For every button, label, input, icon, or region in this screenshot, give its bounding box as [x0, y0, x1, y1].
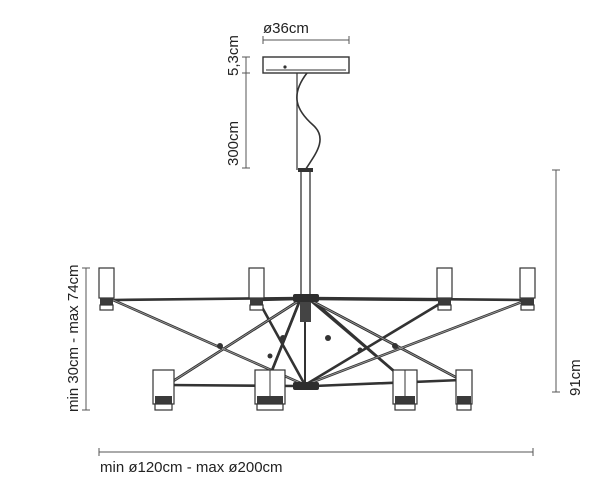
total-height-dimension: 91cm: [552, 169, 584, 396]
canopy-diameter-label: ø36cm: [263, 20, 309, 37]
canopy-height-label: 5,3cm: [225, 35, 242, 76]
ceiling-canopy: [262, 56, 350, 74]
shade-back-right-near: [436, 267, 453, 311]
overall-diameter-label: min ø120cm - max ø200cm: [100, 459, 283, 476]
cable-length-dimension: 300cm: [225, 73, 250, 169]
shade-back-left-near: [248, 267, 265, 311]
shade-back-left-far: [98, 267, 115, 311]
shade-front-right-near: [392, 369, 418, 411]
shade-vertical-range-dimension: min 30cm - max 74cm: [65, 264, 90, 412]
shade-vertical-range-label: min 30cm - max 74cm: [65, 264, 82, 412]
canopy-height-dimension: 5,3cm: [225, 35, 250, 76]
shade-back-right-far: [519, 267, 536, 311]
shade-front-right-far: [455, 369, 473, 411]
total-height-label: 91cm: [567, 359, 584, 396]
suspension-cable: [296, 72, 321, 173]
overall-diameter-dimension: min ø120cm - max ø200cm: [98, 448, 534, 476]
lower-hub: [293, 382, 319, 390]
central-stem: [298, 168, 313, 390]
canopy-diameter-dimension: ø36cm: [262, 20, 350, 44]
shade-front-left-far: [152, 369, 175, 411]
upper-hub: [293, 294, 319, 322]
arm-joints: [217, 335, 398, 359]
shade-front-left-near: [254, 369, 286, 411]
cable-length-label: 300cm: [225, 121, 242, 166]
